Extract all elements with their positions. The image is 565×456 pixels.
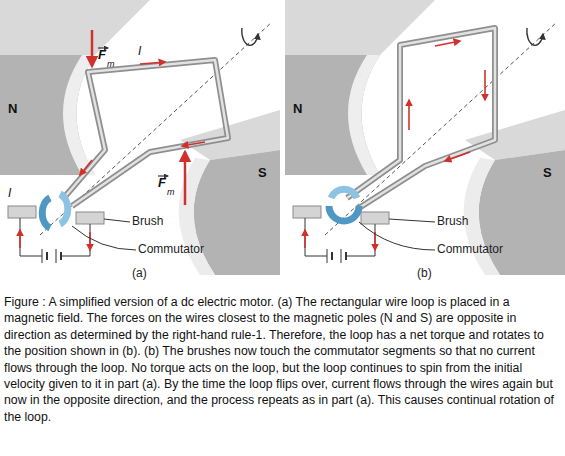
force-arrow [184, 152, 187, 205]
current-arrow [140, 62, 165, 64]
force-label: F [98, 48, 106, 62]
force-label: F [158, 176, 166, 190]
rotation-arrow [242, 28, 258, 45]
brush [76, 212, 104, 224]
leader-line [359, 222, 435, 250]
s-pole-face [464, 158, 500, 275]
n-magnet-side [0, 55, 95, 175]
current-arrow [435, 41, 460, 46]
battery-symbol [327, 249, 346, 263]
s-magnet-side [194, 150, 280, 275]
n-magnet-top [285, 0, 435, 55]
current-arrow [408, 100, 410, 130]
circuit-wire [347, 224, 375, 256]
pole-label: S [258, 166, 267, 180]
current-arrow [182, 142, 205, 146]
brush [293, 206, 321, 218]
wire-loop [347, 28, 495, 208]
n-magnet-top [0, 0, 150, 55]
rotation-axis [325, 22, 557, 235]
panel-label: (b) [417, 266, 432, 280]
force-subscript: m [107, 57, 115, 71]
brush [361, 212, 389, 224]
current-arrow [80, 160, 92, 175]
current-arrow [484, 70, 486, 100]
rotation-arrow [527, 28, 543, 45]
force-subscript: m [167, 185, 175, 199]
current-arrow [304, 230, 306, 248]
part-label: Commutator [138, 242, 204, 256]
current-arrow [89, 232, 91, 250]
rotation-axis [40, 22, 272, 235]
current-label: I [8, 186, 11, 200]
commutator-half [331, 189, 357, 198]
wire-loop-highlight [347, 28, 495, 208]
part-label: Commutator [437, 242, 503, 256]
part-label: Brush [132, 214, 163, 228]
leader-line [72, 226, 136, 250]
pole-label: S [543, 166, 552, 180]
circuit-wire [20, 218, 42, 256]
panel-label: (a) [132, 266, 147, 280]
pole-label: N [8, 102, 17, 116]
panel-a [0, 0, 280, 275]
pole-label: N [293, 102, 302, 116]
wire-loop [62, 60, 228, 206]
force-arrow [91, 30, 94, 66]
commutator-half [329, 206, 359, 221]
s-magnet-side [479, 150, 565, 275]
current-arrow [445, 152, 470, 161]
current-label: I [138, 44, 141, 58]
figure-caption: Figure : A simplified version of a dc el… [4, 294, 560, 425]
current-arrow [19, 230, 21, 248]
commutator-half [42, 198, 50, 228]
battery-symbol [42, 249, 61, 263]
circuit-wire [305, 218, 327, 256]
leader-line [104, 219, 130, 222]
n-pole-face [348, 55, 380, 175]
commutator-half [60, 194, 68, 224]
leader-line [389, 219, 435, 222]
brush [8, 206, 36, 218]
part-label: Brush [437, 214, 468, 228]
n-magnet-side [285, 55, 380, 175]
panel-b [285, 0, 565, 275]
wire-loop-highlight [62, 60, 228, 206]
